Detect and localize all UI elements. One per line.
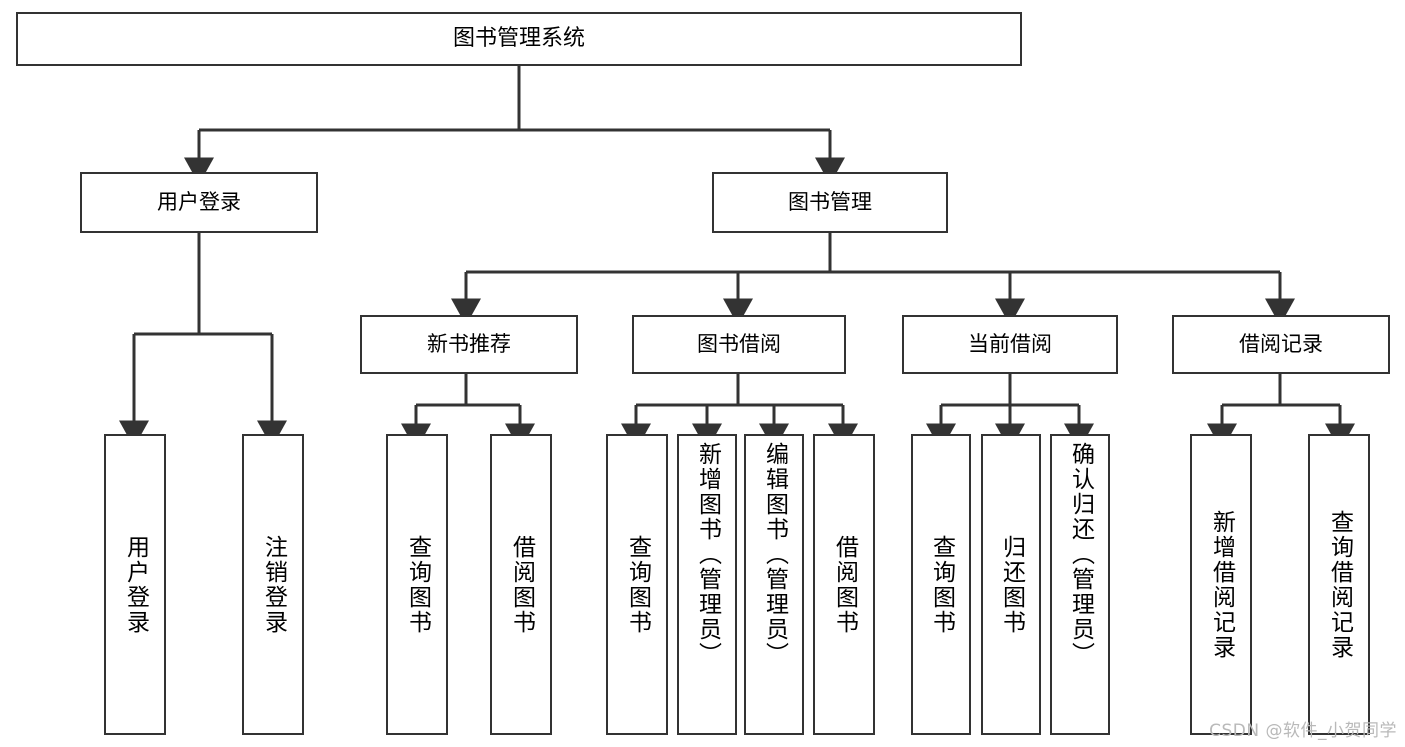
node-leaf-add-borrow-record[interactable]: 新增借阅记录	[1190, 434, 1252, 735]
node-leaf-return-book[interactable]: 归还图书	[981, 434, 1041, 735]
node-leaf-new-book-borrow[interactable]: 借阅图书	[490, 434, 552, 735]
node-book-borrow-label: 图书借阅	[697, 332, 781, 357]
node-book-management[interactable]: 图书管理	[712, 172, 948, 233]
node-new-book-recommend-label: 新书推荐	[427, 332, 511, 357]
node-leaf-query-borrow-record[interactable]: 查询借阅记录	[1308, 434, 1370, 735]
node-leaf-add-book-admin[interactable]: 新增图书（管理员）	[677, 434, 737, 735]
node-current-borrow-label: 当前借阅	[968, 332, 1052, 357]
node-leaf-new-book-query[interactable]: 查询图书	[386, 434, 448, 735]
node-leaf-borrow-book-label: 借阅图书	[831, 534, 858, 635]
node-root[interactable]: 图书管理系统	[16, 12, 1022, 66]
node-leaf-current-query-book-label: 查询图书	[928, 534, 955, 635]
node-new-book-recommend[interactable]: 新书推荐	[360, 315, 578, 374]
node-leaf-add-book-admin-label: 新增图书（管理员）	[694, 442, 721, 667]
node-leaf-logout-label: 注销登录	[260, 534, 287, 635]
node-root-label: 图书管理系统	[452, 26, 585, 52]
node-leaf-current-query-book[interactable]: 查询图书	[911, 434, 971, 735]
node-current-borrow[interactable]: 当前借阅	[902, 315, 1118, 374]
watermark-text: CSDN @软件_小贺同学	[1209, 721, 1397, 741]
node-user-login-label: 用户登录	[157, 190, 241, 215]
node-borrow-record[interactable]: 借阅记录	[1172, 315, 1390, 374]
node-leaf-borrow-book[interactable]: 借阅图书	[813, 434, 875, 735]
node-leaf-edit-book-admin[interactable]: 编辑图书（管理员）	[744, 434, 804, 735]
node-leaf-user-login-label: 用户登录	[122, 534, 149, 635]
node-leaf-return-book-label: 归还图书	[998, 534, 1025, 635]
node-leaf-query-borrow-record-label: 查询借阅记录	[1326, 509, 1353, 660]
node-book-borrow[interactable]: 图书借阅	[632, 315, 846, 374]
node-leaf-new-book-borrow-label: 借阅图书	[508, 534, 535, 635]
node-leaf-edit-book-admin-label: 编辑图书（管理员）	[761, 442, 788, 667]
node-leaf-borrow-query-book[interactable]: 查询图书	[606, 434, 668, 735]
node-user-login[interactable]: 用户登录	[80, 172, 318, 233]
node-leaf-add-borrow-record-label: 新增借阅记录	[1208, 509, 1235, 660]
node-leaf-user-login[interactable]: 用户登录	[104, 434, 166, 735]
node-book-management-label: 图书管理	[788, 190, 872, 215]
node-leaf-borrow-query-book-label: 查询图书	[624, 534, 651, 635]
node-leaf-confirm-return-admin[interactable]: 确认归还（管理员）	[1050, 434, 1110, 735]
node-borrow-record-label: 借阅记录	[1239, 332, 1323, 357]
node-leaf-new-book-query-label: 查询图书	[404, 534, 431, 635]
node-leaf-logout[interactable]: 注销登录	[242, 434, 304, 735]
node-leaf-confirm-return-admin-label: 确认归还（管理员）	[1067, 442, 1094, 667]
